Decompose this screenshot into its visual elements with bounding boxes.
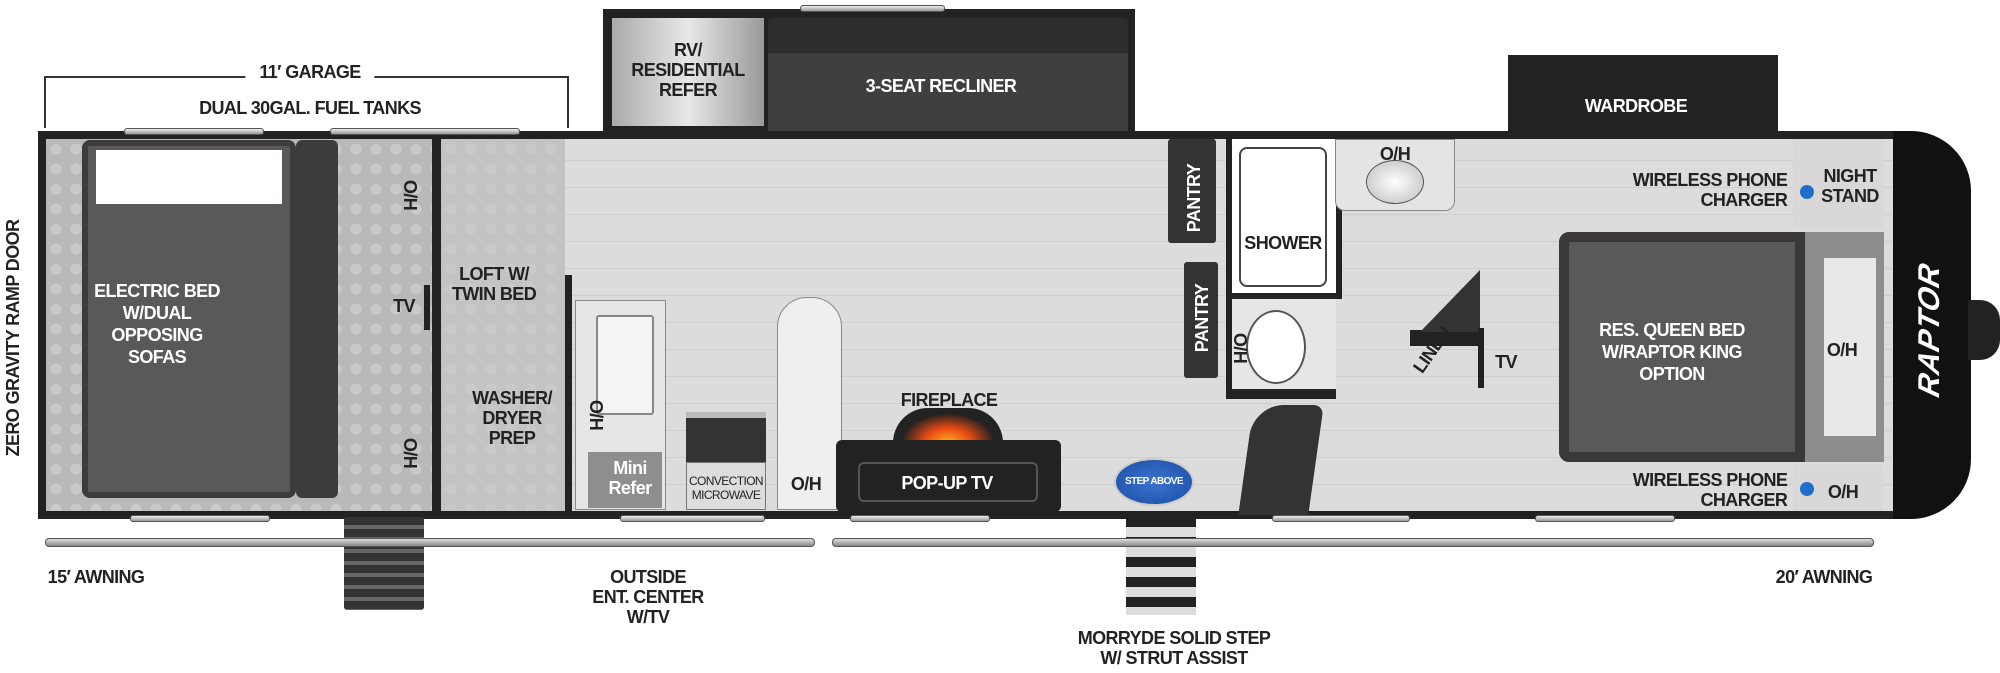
refrigerator-label: RV/ RESIDENTIAL REFER (631, 40, 745, 100)
step-above-label: STEP ABOVE (1125, 476, 1184, 487)
garage-dimension: 11′ GARAGE (245, 62, 375, 82)
garage-divider-wall (432, 139, 440, 511)
queen-bed (1559, 232, 1805, 462)
awning-left-label: 15′ AWNING (47, 567, 145, 587)
window (1535, 515, 1675, 522)
popup-tv-label: POP-UP TV (901, 473, 993, 493)
wardrobe-slideout (1508, 55, 1778, 140)
garage-tv-label: TV (393, 296, 415, 316)
window (800, 5, 945, 12)
kitchen-pillar (777, 297, 842, 510)
pantry-bottom-label: PANTRY (1192, 283, 1212, 353)
garage-oh-top: O/H (400, 179, 420, 211)
garage-bed-label: ELECTRIC BED W/DUAL OPPOSING SOFAS (94, 281, 220, 367)
lower-oh-label: O/H (1827, 482, 1859, 502)
shower (1226, 139, 1342, 299)
shower-label: SHOWER (1244, 233, 1322, 253)
linen-cabinet (1410, 330, 1480, 346)
garage-oh-bottom: O/H (400, 437, 420, 469)
bed-oh-label: O/H (1826, 340, 1858, 360)
window (124, 128, 264, 135)
nightstand-label: NIGHT STAND (1821, 166, 1879, 206)
pantry-top (1168, 139, 1216, 243)
raptor-logo: RAPTOR (1913, 259, 1946, 401)
window (620, 515, 765, 522)
window (1272, 515, 1410, 522)
front-cap (1893, 131, 1971, 519)
entry-steps (1126, 517, 1196, 615)
bedroom-tv-label: TV (1495, 352, 1517, 372)
bedroom-tv-icon (1478, 328, 1484, 388)
wireless-charger-bottom-icon (1800, 482, 1814, 496)
pantry-bottom (1184, 262, 1218, 378)
queen-bed-label: RES. QUEEN BED W/RAPTOR KING OPTION (1599, 320, 1745, 384)
window (130, 515, 270, 522)
opposing-sofas (296, 140, 338, 498)
loft-wall (565, 275, 572, 511)
stove (686, 412, 766, 462)
outside-ent-center-label: OUTSIDE ENT. CENTER W/TV (592, 567, 704, 627)
microwave (686, 462, 766, 510)
awning-right-label: 20′ AWNING (1775, 567, 1873, 587)
wardrobe-label: WARDROBE (1584, 96, 1688, 116)
generator-wheel (344, 517, 424, 610)
fireplace-label: FIREPLACE (900, 390, 998, 410)
step-label: MORRYDE SOLID STEP W/ STRUT ASSIST (1077, 628, 1271, 668)
loft-floor (441, 139, 565, 511)
fuel-tanks-label: DUAL 30GAL. FUEL TANKS (199, 98, 421, 118)
pantry-top-label: PANTRY (1184, 163, 1204, 233)
nightstand (1793, 139, 1883, 228)
refrigerator (612, 18, 764, 126)
charger-top-label: WIRELESS PHONE CHARGER (1632, 170, 1788, 210)
toilet (1246, 310, 1306, 384)
awning-left (45, 538, 815, 547)
popup-tv (858, 462, 1038, 502)
wireless-charger-top-icon (1800, 185, 1814, 199)
vanity-sink (1366, 160, 1424, 204)
recliner-label: 3-SEAT RECLINER (865, 76, 1017, 96)
kitchen-oh-label: O/H (586, 399, 606, 431)
window (330, 128, 520, 135)
charger-bottom-label: WIRELESS PHONE CHARGER (1632, 470, 1788, 510)
mini-refer (588, 452, 662, 508)
vanity-oh-label: O/H (1379, 144, 1411, 164)
awning-right (832, 538, 1874, 547)
toilet-oh-label: O/H (1230, 332, 1250, 364)
washer-dryer-label: WASHER/ DRYER PREP (472, 388, 552, 448)
hitch (1968, 300, 2000, 360)
window (850, 515, 990, 522)
fireplace-flame-icon (893, 408, 1003, 443)
microwave-label: CONVECTION MICROWAVE (688, 474, 764, 502)
mini-refer-label: Mini Refer (608, 458, 652, 498)
recliner-sofa (768, 18, 1128, 136)
shower-pan (1239, 147, 1327, 287)
ramp-door-label: ZERO GRAVITY RAMP DOOR (3, 219, 23, 457)
kitchen-oh-2: O/H (790, 474, 822, 494)
bed-pillows (96, 150, 282, 204)
step-above-logo (1114, 458, 1194, 506)
garage-tv-icon (424, 285, 430, 330)
loft-label: LOFT W/ TWIN BED (451, 264, 537, 304)
kitchen-sink (596, 315, 654, 415)
